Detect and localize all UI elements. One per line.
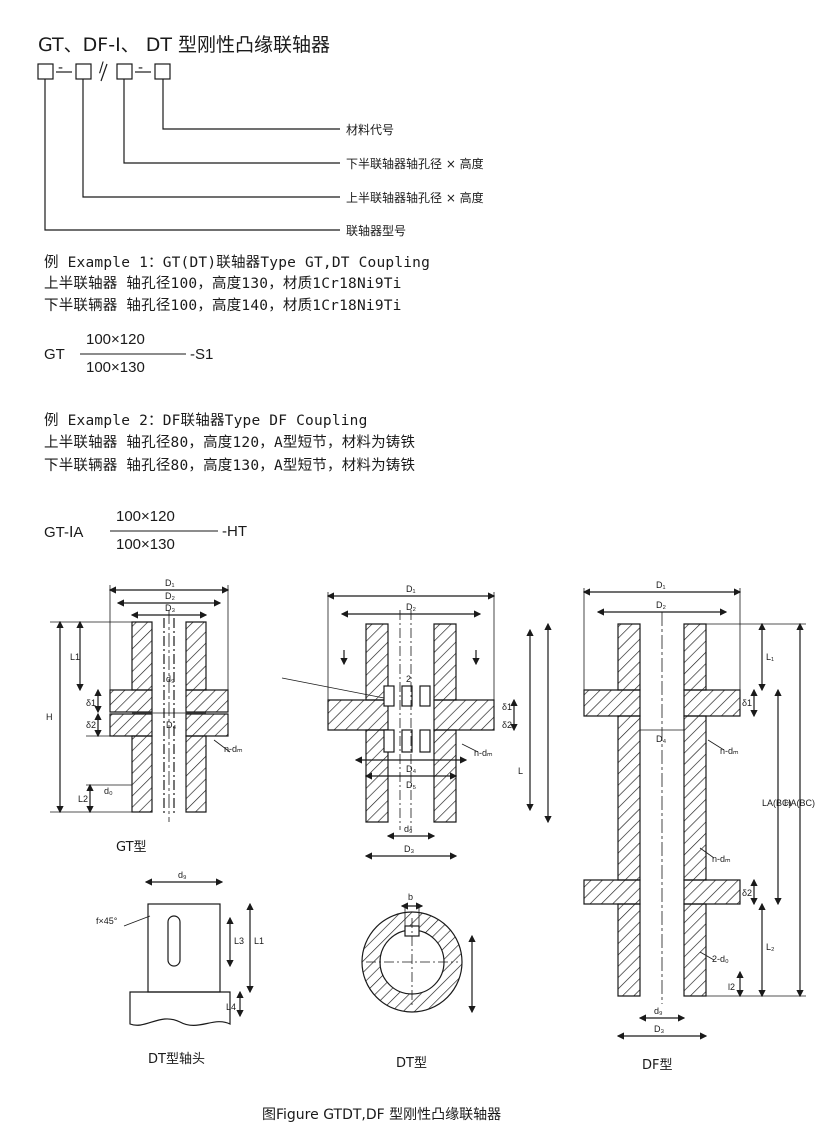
- df-caption: DF型: [642, 1058, 673, 1073]
- example2-formula-prefix: GT-ⅠA: [44, 524, 84, 541]
- gt-dim-d1: D₁: [165, 578, 175, 588]
- dt-dim-delta2: δ2: [502, 720, 512, 730]
- example2-formula-numerator: 100×120: [116, 508, 175, 525]
- example2-upper-line: 上半联轴器 轴孔径80，高度120，A型短节，材料为铸铁: [44, 435, 416, 451]
- df-dim-d3: D₃: [654, 1024, 664, 1034]
- example1-upper-line: 上半联轴器 轴孔径100，高度130，材质1Cr18Ni9Ti: [44, 276, 402, 292]
- df-dim-ndo: 2-d₀: [712, 954, 729, 964]
- gt-dim-delta1: δ1: [86, 698, 96, 708]
- gt-dim-l2: L2: [78, 794, 88, 804]
- df-dim-la: LA(BC): [762, 798, 792, 808]
- dt-shaft-dim-l4: L4: [226, 1002, 236, 1012]
- figure-caption: 图Figure GTDT,DF 型刚性凸缘联轴器: [262, 1107, 502, 1123]
- code-label-upper-bore: 上半联轴器轴孔径 × 高度: [346, 191, 484, 205]
- code-sep-1: -: [58, 60, 64, 76]
- code-sep-2: /: [99, 60, 104, 76]
- gt-dim-d3: D₃: [165, 603, 175, 613]
- dt-dim-d1: D₁: [406, 584, 416, 594]
- dt-drawing: [281, 592, 552, 860]
- gt-dim-d4: D₄: [166, 720, 176, 730]
- df-dim-d2: D₂: [656, 600, 666, 610]
- dt-shaft-dimension-labels: d₉ f×45° L3 L1 L4: [96, 870, 264, 1012]
- example1-heading: 例 Example 1：GT(DT)联轴器Type GT,DT Coupling: [44, 255, 431, 271]
- gt-dim-d2: D₂: [165, 591, 175, 601]
- gt-dim-d9: d₉: [166, 674, 175, 684]
- example2-lower-line: 下半联辆器 轴孔径80，高度130，A型短节，材料为铸铁: [44, 458, 416, 474]
- df-dim-ndm-upper: n-dₘ: [720, 746, 739, 756]
- code-box-model: [37, 63, 54, 80]
- dt-shaft-drawing: [123, 878, 254, 1027]
- df-dim-delta1: δ1: [742, 698, 752, 708]
- leader-upper-bore: [82, 79, 340, 198]
- df-dim-ndm-lower: n-dₘ: [712, 854, 731, 864]
- dt-dim-d9: d₉: [404, 824, 413, 834]
- df-dim-small-l2: l2: [728, 982, 735, 992]
- example1-lower-line: 下半联辆器 轴孔径100，高度140，材质1Cr18Ni9Ti: [44, 298, 402, 314]
- df-dim-l1: L₁: [766, 652, 774, 662]
- dt-dim-ndm: n-dₘ: [474, 748, 493, 758]
- gt-dimension-labels: D₁ D₂ D₃ d₉ D₄ H L1 δ1 δ2 d₀ L2 n-dₘ: [46, 578, 243, 804]
- leader-material: [162, 79, 340, 130]
- example1-formula-denominator: 100×130: [86, 359, 145, 376]
- dt-dim-delta1: δ1: [502, 702, 512, 712]
- df-dim-delta2: δ2: [742, 888, 752, 898]
- example2-formula-suffix: -HT: [222, 523, 247, 540]
- dt-dim-l: L: [518, 766, 523, 776]
- leader-model: [44, 79, 340, 231]
- gt-dim-h: H: [46, 712, 53, 722]
- dt-dim-d5: D₅: [406, 780, 416, 790]
- page-title: GT、DF-Ⅰ、 DT 型刚性凸缘联轴器: [38, 34, 330, 56]
- dt-dim-d3: D₃: [404, 844, 414, 854]
- df-dimension-labels: D₁ D₂ D₄ d₉ D₃ L₁ δ1 δ2 L₂ l2 LA(BC) HA(…: [654, 580, 815, 1034]
- df-dim-d9: d₉: [654, 1006, 663, 1016]
- gt-dim-ndm: n-dₘ: [224, 744, 243, 754]
- code-label-lower-bore: 下半联轴器轴孔径 × 高度: [346, 157, 484, 171]
- leader-lower-bore: [123, 79, 340, 164]
- dt-shaft-dim-d9: d₉: [178, 870, 187, 880]
- dt-dim-d2: D₂: [406, 602, 416, 612]
- code-box-material: [154, 63, 171, 80]
- dt-dimension-labels: D₁ D₂ 2 D₄ D₅ d₉ D₃ δ1 δ2 L n-dₘ: [404, 584, 523, 854]
- dt-shaft-dim-l1: L1: [254, 936, 264, 946]
- df-dim-d1: D₁: [656, 580, 666, 590]
- code-label-material: 材料代号: [346, 123, 395, 137]
- code-scheme-diagram: [37, 63, 340, 231]
- dt-section-caption: DT型: [396, 1056, 427, 1071]
- example1-formula-suffix: -S1: [190, 346, 214, 363]
- dt-dim-two: 2: [406, 674, 411, 684]
- dt-section-drawing: [361, 902, 476, 1014]
- dt-section-dimension-labels: b: [408, 892, 413, 902]
- df-dim-l2: L₂: [766, 942, 775, 952]
- code-label-model: 联轴器型号: [346, 224, 407, 238]
- gt-caption: GT型: [116, 840, 147, 855]
- gt-dim-d0: d₀: [104, 786, 113, 796]
- example2-heading: 例 Example 2：DF联轴器Type DF Coupling: [44, 413, 368, 429]
- dt-shaft-caption: DT型轴头: [148, 1052, 205, 1067]
- example1-formula-prefix: GT: [44, 346, 65, 363]
- dt-shaft-dim-l3: L3: [234, 936, 244, 946]
- df-drawing: [582, 588, 806, 1040]
- gt-dim-delta2: δ2: [86, 720, 96, 730]
- dt-shaft-dim-chamfer: f×45°: [96, 916, 118, 926]
- code-sep-3: -: [138, 60, 144, 76]
- code-box-lower-bore: [116, 63, 133, 80]
- df-dim-ha: HA(BC): [784, 798, 815, 808]
- example1-formula-numerator: 100×120: [86, 331, 145, 348]
- dt-dim-d4: D₄: [406, 764, 416, 774]
- gt-dim-l1: L1: [70, 652, 80, 662]
- example2-formula-denominator: 100×130: [116, 536, 175, 553]
- dt-section-dim-b: b: [408, 892, 413, 902]
- gt-drawing: [50, 585, 231, 822]
- df-dim-d4: D₄: [656, 734, 666, 744]
- code-box-upper-bore: [75, 63, 92, 80]
